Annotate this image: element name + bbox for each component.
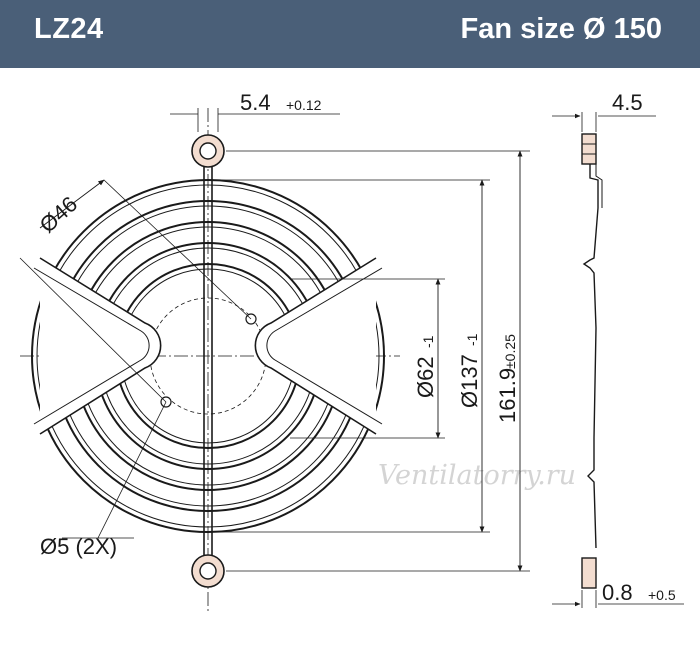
- mounting-eyelets: [191, 134, 225, 588]
- dim-diameter-62-tol: -1: [420, 335, 436, 348]
- dim-diameter-137: Ø137: [457, 354, 482, 408]
- dim-diameter-62: Ø62: [413, 356, 438, 398]
- side-profile: [552, 112, 684, 608]
- dim-holes: Ø5 (2X): [40, 534, 117, 559]
- dim-overall-height: 161.9: [495, 368, 520, 423]
- dim-wire-tol: +0.5: [648, 587, 676, 603]
- fan-size-label: Fan size Ø 150: [460, 13, 663, 45]
- leader-lines: [19, 108, 530, 572]
- dim-wire: 0.8: [602, 580, 633, 605]
- grill-spokes: [33, 257, 383, 435]
- dim-thickness: 4.5: [612, 90, 643, 115]
- header-bar: LZ24 Fan size Ø 150: [0, 0, 700, 68]
- dim-inner-diameter: Ø46: [35, 191, 83, 237]
- watermark-text: Ventilatorry.ru: [378, 460, 576, 491]
- reference-holes: [160, 313, 257, 408]
- dim-diameter-137-tol: -1: [464, 333, 480, 346]
- technical-drawing: Ventilatorry.ru: [19, 90, 684, 613]
- model-title: LZ24: [34, 13, 104, 45]
- dim-slot-width-tol: +0.12: [286, 97, 322, 113]
- vertical-wire: [203, 154, 213, 558]
- dim-overall-height-tol: ±0.25: [502, 334, 518, 369]
- dimension-arrows: [39, 150, 523, 572]
- dim-slot-width: 5.4: [240, 90, 271, 115]
